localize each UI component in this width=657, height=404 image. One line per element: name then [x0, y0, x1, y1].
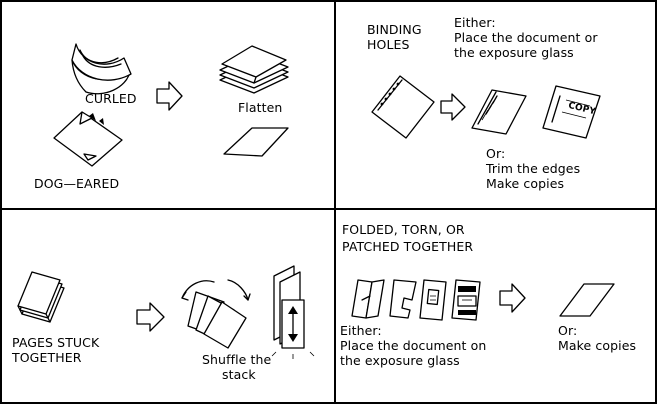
hollow-right-arrow-icon: [441, 94, 465, 120]
hollow-right-arrow-icon: [137, 303, 164, 331]
label-or: Or:: [486, 146, 505, 161]
label-trim: Trim the edges: [486, 161, 580, 176]
label-dog-eared: DOG—EARED: [34, 176, 119, 191]
copy-sheet-icon: [560, 284, 614, 316]
label-binding: BINDING: [367, 22, 422, 37]
label-either-2: Either:: [340, 323, 382, 338]
flat-paper-stack-icon: [220, 46, 288, 93]
label-place-line2: the exposure glass: [454, 45, 574, 60]
label-curled: CURLED: [85, 91, 137, 106]
label-shuffle: Shuffle the: [202, 352, 271, 367]
dog-eared-paper-icon: [54, 112, 122, 166]
label-place-line1: Place the document or: [454, 30, 598, 45]
label-either: Either:: [454, 15, 496, 30]
label-or-2: Or:: [558, 323, 577, 338]
label-place-line2-2: the exposure glass: [340, 353, 460, 368]
label-pages-stuck: PAGES STUCK: [12, 335, 99, 350]
damaged-documents-icon: [352, 280, 480, 320]
label-patched-together: PATCHED TOGETHER: [342, 239, 473, 254]
hollow-right-arrow-icon: [500, 284, 525, 312]
label-place-line1-2: Place the document on: [340, 338, 486, 353]
punched-paper-icon: [372, 76, 434, 138]
label-stack: stack: [222, 367, 256, 382]
label-together: TOGETHER: [12, 350, 81, 365]
hollow-right-arrow-icon: [157, 82, 182, 110]
trimmed-sheet-icon: [472, 90, 526, 134]
label-folded-torn: FOLDED, TORN, OR: [342, 222, 465, 237]
label-make-copies: Make copies: [486, 176, 564, 191]
shuffle-stack-icon: [272, 266, 314, 359]
label-flatten: Flatten: [238, 100, 282, 115]
flat-sheet-icon: [224, 128, 288, 156]
stuck-paper-stack-icon: [18, 272, 64, 322]
fanned-paper-icon: [182, 280, 250, 348]
curled-paper-icon: [72, 44, 131, 94]
label-holes: HOLES: [367, 37, 410, 52]
label-make-copies-2: Make copies: [558, 338, 636, 353]
